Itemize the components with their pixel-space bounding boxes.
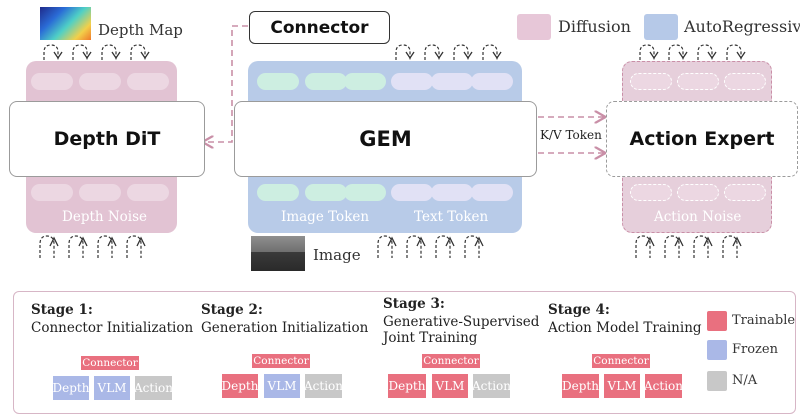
gem-text-token	[431, 184, 473, 201]
gem-box: GEM	[234, 101, 537, 177]
stage-3-connector-chip: Connector	[422, 354, 480, 368]
input-loops	[39, 235, 738, 258]
stage-2-desc: Generation Initialization	[201, 320, 369, 336]
action-expert-title: Action Expert	[629, 128, 775, 150]
action-noise-label: Action Noise	[654, 209, 742, 225]
gem-text-token	[391, 184, 433, 201]
stage-4-depth-chip: Depth	[562, 374, 599, 398]
stage-1-desc: Connector Initialization	[31, 320, 194, 336]
stage-2-action-chip: Action	[304, 374, 343, 398]
diagram-connectors	[39, 25, 746, 258]
stage-1-title: Stage 1:	[31, 302, 93, 318]
key-na-swatch	[707, 371, 727, 391]
connector-to-depth-arrow	[204, 25, 248, 142]
stage-3-action-chip: Action	[472, 374, 511, 398]
action-noise-token	[630, 184, 672, 201]
action-output-token	[724, 73, 766, 90]
training-stages-panel	[13, 291, 796, 414]
legend-autoregressive-swatch	[644, 14, 678, 40]
key-na-label: N/A	[732, 373, 758, 388]
output-arrow-heads	[53, 51, 746, 60]
depth-map-image	[40, 7, 91, 40]
legend-autoregressive-label: AutoRegressive	[684, 17, 800, 36]
output-loops	[43, 44, 742, 60]
gem-image-token	[257, 184, 299, 201]
action-noise-token	[724, 184, 766, 201]
stage-2-connector-chip: Connector	[252, 354, 310, 368]
action-expert-box: Action Expert	[606, 101, 798, 177]
key-trainable-label: Trainable	[732, 313, 796, 328]
depth-map-label: Depth Map	[98, 21, 183, 39]
depth-output-token	[79, 73, 121, 90]
gem-output-token	[391, 73, 433, 90]
stage-4-connector-chip: Connector	[592, 354, 650, 368]
depth-dit-title: Depth DiT	[53, 128, 161, 150]
connector-box: Connector	[249, 11, 390, 44]
kv-token-label: K/V Token	[540, 128, 602, 142]
depth-output-token	[127, 73, 169, 90]
input-image	[251, 236, 305, 271]
key-frozen-label: Frozen	[732, 342, 778, 357]
gem-output-token	[471, 73, 513, 90]
image-token-label: Image Token	[281, 209, 370, 225]
stage-3-depth-chip: Depth	[388, 374, 426, 398]
depth-noise-label: Depth Noise	[62, 209, 148, 225]
key-frozen-swatch	[707, 340, 727, 360]
depth-output-token	[31, 73, 73, 90]
stage-3-title: Stage 3:	[383, 296, 445, 312]
gem-output-token	[257, 73, 299, 90]
gem-output-token	[431, 73, 473, 90]
action-output-token	[630, 73, 672, 90]
gem-output-token	[344, 73, 386, 90]
text-token-label: Text Token	[414, 209, 489, 225]
connector-label: Connector	[270, 17, 369, 38]
stage-4-desc: Action Model Training	[548, 320, 702, 336]
input-arrow-heads	[49, 236, 742, 247]
stage-1-action-chip: Action	[134, 376, 173, 400]
stage-4-title: Stage 4:	[548, 302, 610, 318]
gem-text-token	[471, 184, 513, 201]
stage-2-title: Stage 2:	[201, 302, 263, 318]
action-output-token	[677, 73, 719, 90]
legend-diffusion-swatch	[517, 14, 551, 40]
stage-1-connector-chip: Connector	[81, 356, 139, 370]
stage-4-action-chip: Action	[644, 374, 683, 398]
depth-noise-token	[79, 184, 121, 201]
legend-diffusion-label: Diffusion	[558, 17, 631, 36]
gem-output-token	[305, 73, 347, 90]
gem-title: GEM	[359, 127, 412, 151]
stage-1-vlm-chip: VLM	[94, 376, 130, 400]
stage-3-desc: Generative-Supervised Joint Training	[383, 314, 540, 346]
key-trainable-swatch	[707, 311, 727, 331]
stage-2-vlm-chip: VLM	[264, 374, 300, 398]
action-noise-token	[677, 184, 719, 201]
stage-1-depth-chip: Depth	[53, 376, 89, 400]
gem-image-token	[344, 184, 386, 201]
stage-2-depth-chip: Depth	[222, 374, 258, 398]
stage-4-vlm-chip: VLM	[604, 374, 640, 398]
stage-3-vlm-chip: VLM	[432, 374, 468, 398]
depth-noise-token	[127, 184, 169, 201]
depth-dit-box: Depth DiT	[9, 101, 205, 177]
depth-noise-token	[31, 184, 73, 201]
image-label: Image	[313, 246, 361, 264]
gem-image-token	[305, 184, 347, 201]
